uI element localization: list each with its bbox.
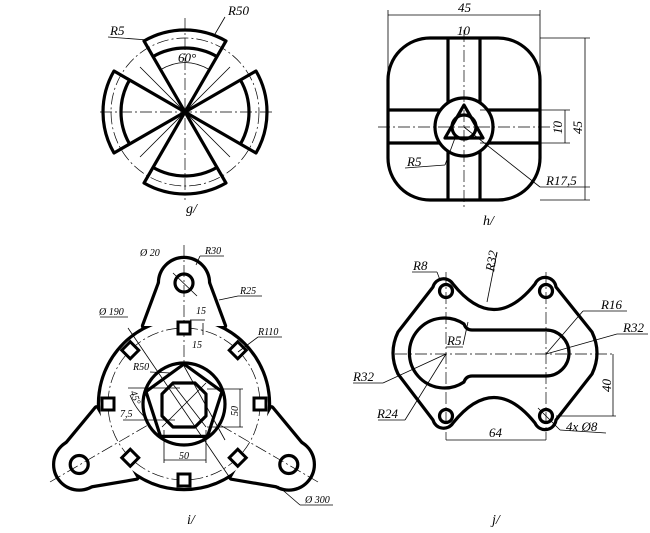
square-hole	[176, 320, 192, 336]
lobe	[264, 440, 313, 489]
label-offset: 7,5	[120, 409, 133, 420]
label-d20: Ø 20	[139, 248, 160, 259]
leader-r50	[214, 16, 226, 35]
hub-circle	[141, 361, 227, 447]
label-r32-top: R32	[482, 249, 501, 274]
label-r32-right: R32	[622, 320, 644, 335]
label-r5: R5	[446, 333, 462, 348]
square-hole	[100, 396, 116, 412]
figure-h: 45 10 10 45 R5 R17,5 h/	[378, 0, 590, 229]
label-r5: R5	[109, 23, 125, 38]
label-r30: R30	[204, 246, 221, 257]
label-r17: R17,5	[545, 173, 577, 188]
label-r32-left: R32	[352, 369, 374, 384]
label-w50: 50	[179, 451, 189, 462]
figure-g: R5 R50 60° g/	[100, 3, 272, 217]
square-hole	[119, 447, 141, 469]
label-r8: R8	[412, 258, 428, 273]
pentagon	[144, 362, 224, 438]
label-r110: R110	[257, 327, 278, 338]
label-w64: 64	[489, 425, 503, 440]
square-hole	[227, 339, 249, 361]
caption-j: j/	[490, 513, 501, 528]
label-h40: 40	[599, 379, 614, 393]
square-hole	[252, 396, 268, 412]
label-h50: 50	[230, 406, 241, 416]
lobe-hole	[68, 453, 90, 476]
flange-outline	[391, 275, 599, 432]
caption-g: g/	[186, 202, 198, 217]
label-angle: 45°	[127, 389, 142, 406]
slot-outline	[407, 316, 571, 390]
figure-j: R8 R32 R16 R32 R5 R32 R24 40 64 4x Ø8 j/	[352, 249, 648, 528]
dim-bar-height: 10	[550, 121, 565, 135]
label-r50: R50	[227, 3, 249, 18]
square-hole	[227, 447, 249, 469]
dim-bar-width: 10	[457, 23, 471, 38]
square-hole	[176, 472, 192, 488]
caption-h: h/	[483, 214, 495, 229]
center-circle	[110, 37, 260, 187]
dim-height: 45	[570, 121, 585, 135]
caption-i: i/	[187, 513, 196, 528]
leader-r5	[107, 36, 149, 41]
label-sq-h: 15	[192, 340, 202, 351]
figure-i: Ø 20 R30 R25 Ø 190 15 15 R110 R50 45° 7,…	[49, 245, 333, 528]
label-r50: R50	[132, 362, 149, 373]
label-r24: R24	[376, 406, 398, 421]
label-d300: Ø 300	[304, 495, 330, 506]
label-r16: R16	[600, 297, 622, 312]
label-r5: R5	[406, 154, 422, 169]
label-r25: R25	[239, 286, 256, 297]
label-holes: 4x Ø8	[566, 419, 598, 434]
angle-arc	[159, 62, 211, 71]
diag-line	[139, 66, 231, 158]
dim-width: 45	[458, 0, 472, 15]
square-hole	[119, 339, 141, 361]
lobe-hole	[278, 453, 300, 476]
label-d190: Ø 190	[98, 307, 124, 318]
label-sq-w: 15	[196, 306, 206, 317]
label-angle: 60°	[178, 50, 196, 65]
sector-inner-arc	[152, 166, 218, 178]
lobe	[55, 440, 104, 489]
